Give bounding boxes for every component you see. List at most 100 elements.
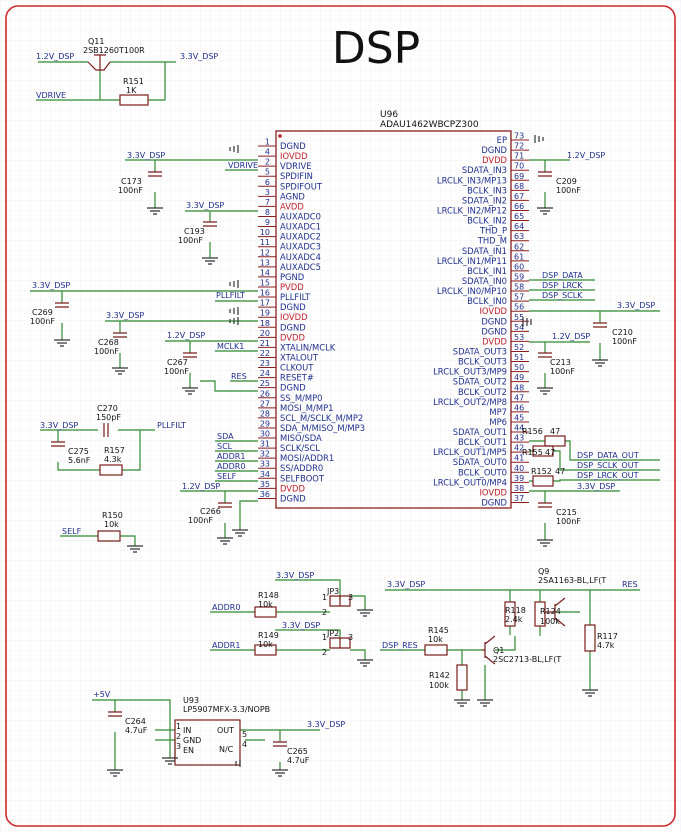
u96-pin-number: 45: [514, 413, 524, 422]
net-scl: SCL: [217, 442, 233, 451]
u96-pin-name: XTALOUT: [280, 352, 319, 362]
iovdd56-wire: [529, 310, 660, 360]
r151-symbol: [119, 94, 149, 106]
u96-pin-number: 42: [514, 444, 524, 453]
u96-pin-number: 26: [260, 389, 270, 398]
gnd-icon: [232, 529, 248, 537]
c210-ref: C210: [612, 328, 633, 337]
u96-pin-name: LRCLK_IN1/MP11: [437, 256, 507, 266]
gnd-icon: [357, 609, 373, 617]
u96-pin-number: 63: [514, 232, 524, 241]
u96-pin-name: BCLK_OUT1: [458, 437, 507, 447]
u96-pin-name: IOVDD: [479, 306, 507, 316]
u96-pin-number: 4: [265, 148, 270, 157]
r150-symbol: [97, 530, 121, 542]
r117-val: 4.7k: [597, 641, 615, 650]
reset-circuit-wires: [380, 589, 640, 700]
c266-ref: C266: [200, 507, 221, 516]
gnd-icon: [537, 539, 553, 547]
c269-ref: C269: [32, 308, 53, 317]
u96-pin-number: 13: [260, 258, 270, 267]
c215-val: 100nF: [556, 517, 581, 526]
i2c-wires: [215, 440, 258, 482]
r142-ref: R142: [429, 671, 450, 680]
u96-pin-name: AGND: [280, 191, 305, 201]
c267-val: 100nF: [164, 367, 189, 376]
u96-pin-name: DGND: [280, 383, 306, 393]
net-pllfilt-pin16: PLLFILT: [216, 291, 245, 300]
u96-pin-name: SDATA_IN3: [462, 165, 507, 175]
u93-part: LP5907MFX-3.3/NOPB: [183, 705, 270, 714]
r145-symbol: [424, 644, 448, 656]
net-3v3-iovdd19: 3.3V_DSP: [106, 311, 144, 320]
r148-val: 10k: [258, 600, 273, 609]
net-1v2-dvdd71: 1.2V_DSP: [567, 151, 605, 160]
u96-pin-number: 3: [265, 188, 270, 197]
c275-symbol: [51, 441, 65, 447]
c193-val: 100nF: [178, 236, 203, 245]
net-5v: +5V: [93, 690, 111, 699]
u96-pin-number: 12: [260, 248, 270, 257]
q11-part: 2SB1260T100R: [83, 46, 145, 55]
u93-pin-en: EN: [183, 746, 194, 755]
u96-pin-name: SDATA_OUT2: [453, 377, 507, 387]
c264-val: 4.7uF: [125, 726, 148, 735]
net-3v3-q11: 3.3V_DSP: [180, 52, 218, 61]
r148-symbol: [254, 606, 277, 618]
u96-pin-number: 59: [514, 272, 524, 281]
r117-symbol: [584, 624, 596, 652]
u96-pin-number: 58: [514, 283, 524, 292]
jp3-pin2: 2: [322, 608, 327, 617]
r145-ref: R145: [428, 626, 449, 635]
u96-pin-number: 52: [514, 343, 524, 352]
gnd-icon: [537, 207, 553, 215]
c265-val: 4.7uF: [287, 756, 310, 765]
jp3-pin3: 3: [348, 593, 353, 602]
c215-ref: C215: [556, 508, 577, 517]
dvdd35-wire: [180, 490, 258, 538]
u96-part: ADAU1462WBCPZ300: [380, 120, 479, 130]
u96-pin-number: 31: [260, 440, 270, 449]
u96-pin-number: 62: [514, 242, 524, 251]
gnd-icon: [522, 317, 532, 327]
u96-pin-number: 20: [260, 329, 270, 338]
net-dsp-res: DSP_RES: [382, 641, 418, 650]
u93-pin-out: OUT: [217, 726, 234, 735]
jp2-pin2: 2: [322, 648, 327, 657]
u96-pin-number: 43: [514, 434, 524, 443]
u96-pin-name: IOVDD: [479, 487, 507, 497]
net-vdrive-q11: VDRIVE: [36, 91, 66, 100]
u96-pin-number: 73: [514, 132, 524, 141]
q1-ref: Q1: [493, 646, 504, 655]
net-3v3-avdd: 3.3V_DSP: [186, 201, 224, 210]
u93-pin-nc: N/C: [219, 745, 234, 754]
c268-val: 100nF: [94, 347, 119, 356]
u96-pin-name: PVDD: [280, 282, 304, 292]
u96-pin-number: 10: [260, 228, 270, 237]
net-dsp-data-out: DSP_DATA_OUT: [577, 451, 639, 460]
net-3v3-ldo: 3.3V_DSP: [307, 720, 345, 729]
dgnd36-wire: [239, 500, 258, 530]
u96-pin-number: 61: [514, 252, 524, 261]
u96-pin-number: 68: [514, 182, 524, 191]
u93-ref: U93: [183, 696, 199, 705]
u96-pin-number: 44: [514, 424, 524, 433]
net-3v3-pll: 3.3V_DSP: [40, 421, 78, 430]
u93-num-3: 3: [176, 742, 181, 751]
u96-pin-name: DVDD: [482, 336, 507, 346]
u96-pin-name: AVDD: [280, 201, 304, 211]
c173-val: 100nF: [118, 186, 143, 195]
u96-pin-number: 17: [260, 299, 270, 308]
symbols: [51, 54, 607, 766]
gnd-icon: [229, 307, 239, 315]
net-1v2-q11: 1.2V_DSP: [36, 52, 74, 61]
r157-val: 4.3k: [104, 455, 122, 464]
u96-pin-name: SDATA_IN2: [462, 195, 507, 205]
dvdd71-wire: [529, 159, 570, 208]
iovdd19-wire: [105, 320, 258, 368]
u93-pin-in: IN: [183, 726, 191, 735]
u96-pin-number: 9: [265, 218, 270, 227]
u96-pin-name: SDA_M/MISO_M/MP3: [280, 423, 365, 433]
u93-pin-gnd: GND: [183, 736, 201, 745]
